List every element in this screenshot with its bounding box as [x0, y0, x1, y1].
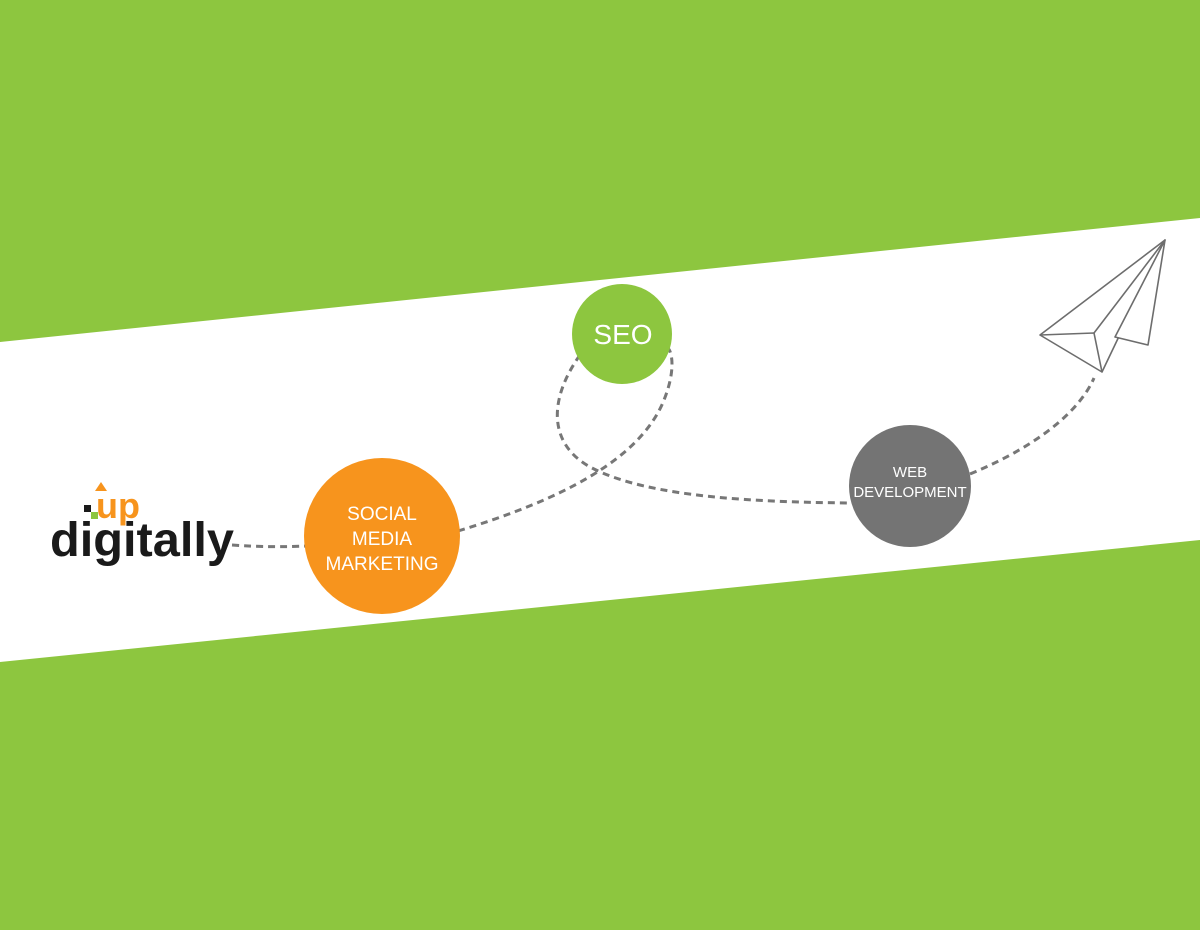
path-social-to-seo: [457, 346, 674, 533]
white-band: [0, 218, 1200, 662]
logo-pixel-green: [91, 512, 98, 519]
path-seo-loop: [555, 354, 851, 505]
social-label-line-3: MARKETING: [326, 554, 439, 575]
social-media-marketing-circle: [304, 458, 460, 614]
social-label-line-1: SOCIAL: [347, 504, 417, 525]
logo-digitally-text: digitally: [50, 514, 234, 567]
updigitally-logo: up digitally: [50, 482, 234, 567]
seo-circle: [572, 284, 672, 384]
logo-up-text: up: [96, 485, 140, 526]
paper-plane-icon: [1039, 239, 1166, 373]
node-web-development: WEB DEVELOPMENT: [849, 425, 971, 547]
web-label-line-1: WEB: [893, 464, 927, 481]
node-seo: SEO: [572, 284, 672, 384]
social-label-line-2: MEDIA: [352, 529, 413, 550]
logo-up-arrow: [95, 482, 107, 491]
journey-path: [231, 346, 1096, 549]
path-logo-to-social: [231, 543, 307, 549]
logo-pixel-dark: [84, 505, 91, 512]
web-development-circle: [849, 425, 971, 547]
node-social-media-marketing: SOCIAL MEDIA MARKETING: [304, 458, 460, 614]
seo-label: SEO: [593, 319, 652, 350]
path-web-to-plane: [969, 377, 1096, 476]
web-label-line-2: DEVELOPMENT: [853, 484, 966, 501]
